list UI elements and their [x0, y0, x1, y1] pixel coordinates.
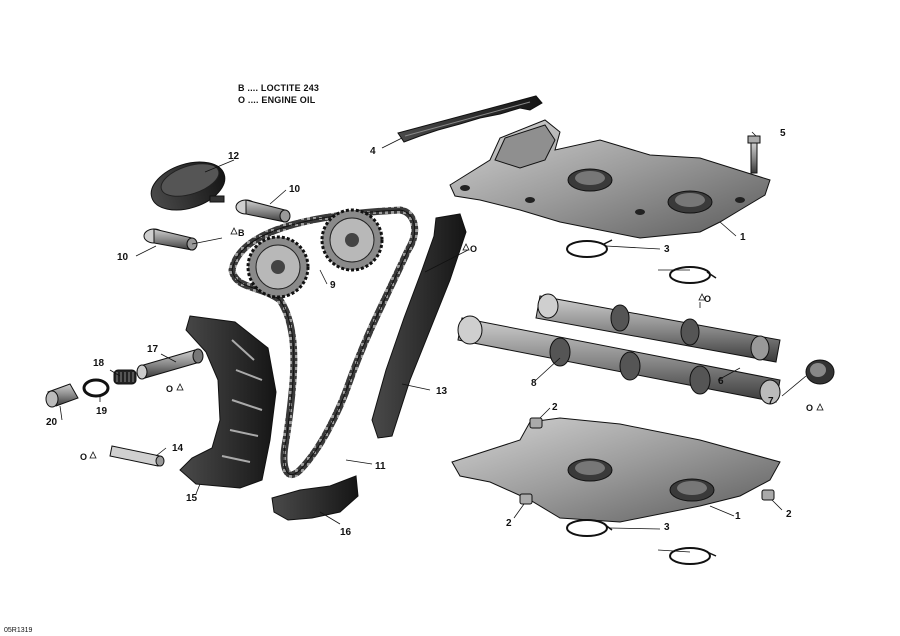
- callout-1-upper: 1: [740, 232, 746, 243]
- drop-icon: [462, 243, 470, 251]
- camshaft-exhaust: [535, 293, 781, 363]
- camshaft-support-lower: [451, 417, 781, 523]
- drop-icon: [698, 293, 706, 301]
- callout-labels: 4 5 1 3 12 10 10 9 13 8 6 7 11 17 18 19 …: [46, 128, 792, 538]
- callout-12: 12: [228, 151, 240, 162]
- callout-17: 17: [147, 344, 159, 355]
- callout-7: 7: [768, 396, 774, 407]
- callout-18: 18: [93, 358, 105, 369]
- o-rings-upper: [566, 239, 717, 284]
- pin-upper: [235, 199, 291, 223]
- engine-oil-symbol-14: O: [80, 452, 87, 462]
- pin-lower: [143, 228, 198, 251]
- engine-oil-symbol-7: O: [806, 403, 813, 413]
- timing-chain: [228, 206, 419, 478]
- callout-5: 5: [780, 128, 786, 139]
- callout-2-right: 2: [786, 509, 792, 520]
- callout-3-lower: 3: [664, 522, 670, 533]
- callout-2-top: 2: [552, 402, 558, 413]
- callout-11: 11: [375, 461, 386, 472]
- callout-2-left: 2: [506, 518, 512, 529]
- drop-icon: [816, 403, 824, 411]
- chain-guide-right: [371, 213, 467, 439]
- callout-15: 15: [186, 493, 198, 504]
- dowel-pins: [519, 417, 775, 505]
- camshaft-cap-upper: [449, 119, 771, 239]
- camshaft-seal: [805, 359, 835, 385]
- callout-13: 13: [436, 386, 448, 397]
- diagram-code: 05R1319: [4, 627, 33, 634]
- callout-8: 8: [531, 378, 537, 389]
- callout-10-lower: 10: [117, 252, 129, 263]
- washer: [82, 378, 110, 398]
- callout-4: 4: [370, 146, 376, 157]
- callout-10-upper: 10: [289, 184, 301, 195]
- callout-16: 16: [340, 527, 352, 538]
- drop-icon: [89, 451, 97, 459]
- camshaft-intake: [457, 315, 781, 405]
- callout-14: 14: [172, 443, 184, 454]
- callout-1-lower: 1: [735, 511, 741, 522]
- tensioner-rail: [179, 315, 277, 489]
- engine-oil-symbol-camshaft: O: [704, 294, 711, 304]
- callout-20: 20: [46, 417, 58, 428]
- callout-6: 6: [718, 376, 724, 387]
- drop-icon: [230, 227, 238, 235]
- bolt: [747, 135, 761, 174]
- tensioner-cover: [150, 161, 226, 211]
- callout-19: 19: [96, 406, 108, 417]
- leader-lines: [59, 131, 807, 553]
- callout-3-upper: 3: [664, 244, 670, 255]
- legend: B .... LOCTITE 243 O .... ENGINE OIL: [238, 82, 319, 106]
- chain-guide-lower: [271, 475, 359, 521]
- engine-oil-symbol-17: O: [166, 384, 173, 394]
- loctite-symbol-10: B: [238, 228, 245, 238]
- o-rings-lower: [566, 519, 717, 565]
- service-symbols: O O O O O B: [80, 227, 824, 462]
- callout-9: 9: [330, 280, 336, 291]
- camshaft-sprockets: [246, 208, 384, 299]
- tensioner-pivot-pin: [109, 445, 165, 467]
- spring: [113, 369, 137, 385]
- legend-loctite: B .... LOCTITE 243: [238, 83, 320, 93]
- engine-oil-symbol-13: O: [470, 244, 477, 254]
- chain-guide-upper: [397, 95, 543, 143]
- drop-icon: [176, 383, 184, 391]
- tensioner-plunger: [136, 348, 204, 380]
- legend-engine-oil: O .... ENGINE OIL: [238, 95, 316, 105]
- plug: [45, 383, 79, 408]
